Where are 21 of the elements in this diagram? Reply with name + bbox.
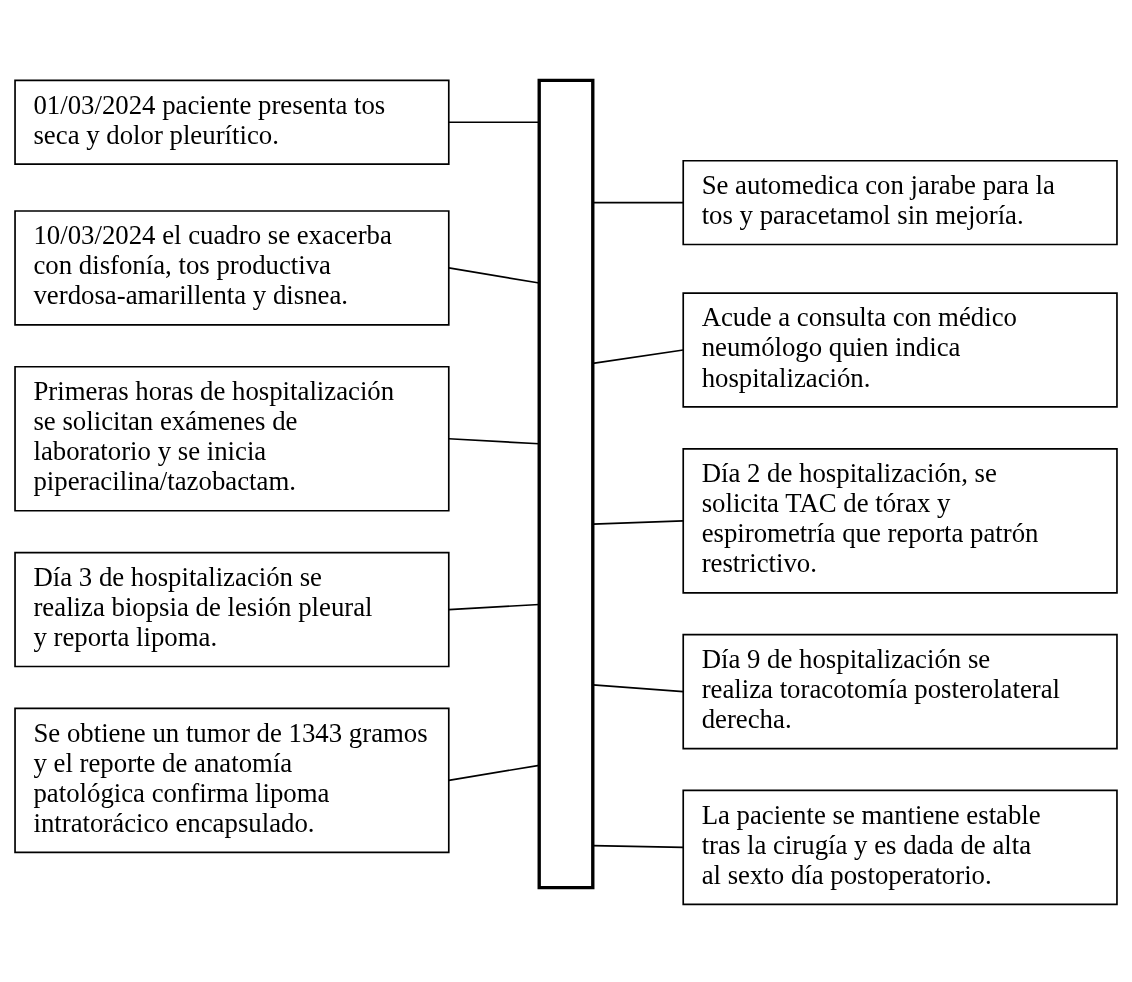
connector — [447, 603, 541, 610]
connector — [447, 763, 541, 781]
node-box: 10/03/2024 el cuadro se exacerba con disfonía, tos productiva verdosa-amarillenta y disnea. — [14, 209, 450, 326]
connector — [591, 519, 685, 525]
node-box: Acude a consulta con médico neumólogo quien indica hospitalización. — [682, 291, 1118, 408]
node-arrow — [537, 78, 595, 889]
connector — [447, 120, 541, 123]
connector — [591, 844, 685, 848]
node-box: Día 9 de hospitalización se realiza toracotomía posterolateral derecha. — [682, 633, 1118, 749]
connector — [447, 437, 541, 445]
node-box: Se automedica con jarabe para la tos y paracetamol sin mejoría. — [682, 159, 1118, 245]
node-box: Primeras horas de hospitalización se solicitan exámenes de laboratorio y se inicia piperacilina/tazobactam. — [14, 365, 450, 512]
connector — [447, 266, 541, 284]
node-box: 01/03/2024 paciente presenta tos seca y dolor pleurítico. — [14, 79, 450, 165]
node-box: La paciente se mantiene estable tras la cirugía y es dada de alta al sexto día postoperatorio. — [682, 789, 1118, 905]
connector — [591, 201, 685, 203]
node-box: Se obtiene un tumor de 1343 gramos y el reporte de anatomía patológica confirma lipoma intratorácico encapsulado. — [14, 707, 450, 853]
node-box: Día 2 de hospitalización, se solicita TAC de tórax y espirometría que reporta patrón restrictivo. — [682, 447, 1118, 594]
connector — [591, 683, 685, 692]
node-box: Día 3 de hospitalización se realiza biopsia de lesión pleural y reporta lipoma. — [14, 551, 450, 667]
connector — [591, 348, 685, 364]
